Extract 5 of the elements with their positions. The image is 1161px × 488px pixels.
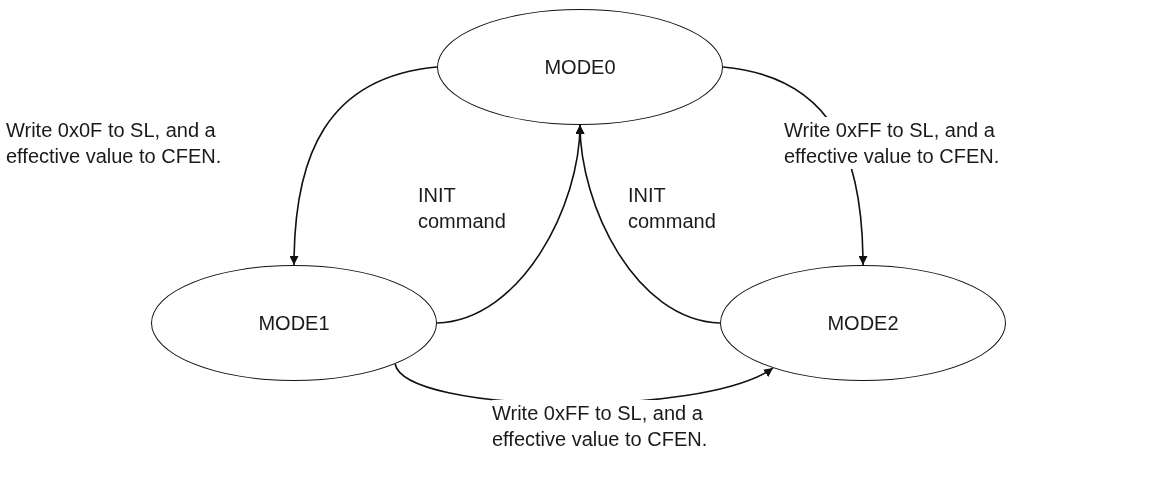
transition-arrow xyxy=(576,124,721,324)
state-name: MODE2 xyxy=(827,311,899,335)
transition-arrow xyxy=(289,66,438,266)
state-name: MODE1 xyxy=(258,311,330,335)
state-name: MODE0 xyxy=(544,55,616,79)
